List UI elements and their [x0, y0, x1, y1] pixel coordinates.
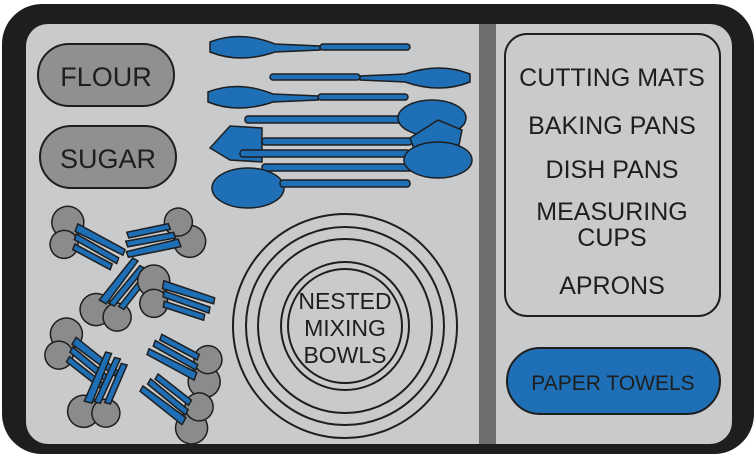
sugar-canister: SUGAR: [40, 126, 176, 188]
flour-label: FLOUR: [60, 62, 152, 92]
paper-towels: PAPER TOWELS: [507, 348, 720, 414]
bowls-label-line1: NESTED: [298, 288, 391, 314]
bowls-label-line2: MIXING: [304, 315, 386, 341]
shelf-item-label: BAKING PANS: [528, 112, 696, 140]
shelf-item-label: APRONS: [559, 272, 665, 300]
sugar-label: SUGAR: [60, 144, 156, 174]
paper-towels-label: PAPER TOWELS: [531, 372, 694, 395]
drawer-divider: [479, 24, 496, 444]
shelf-item-label: DISH PANS: [546, 156, 679, 184]
shelf-item-label: CUPS: [577, 224, 646, 252]
bowls-label-line3: BOWLS: [303, 342, 386, 368]
shelf-item-label: MEASURING: [536, 198, 687, 226]
flour-canister: FLOUR: [38, 44, 174, 106]
shelf-item-label: CUTTING MATS: [519, 64, 705, 92]
